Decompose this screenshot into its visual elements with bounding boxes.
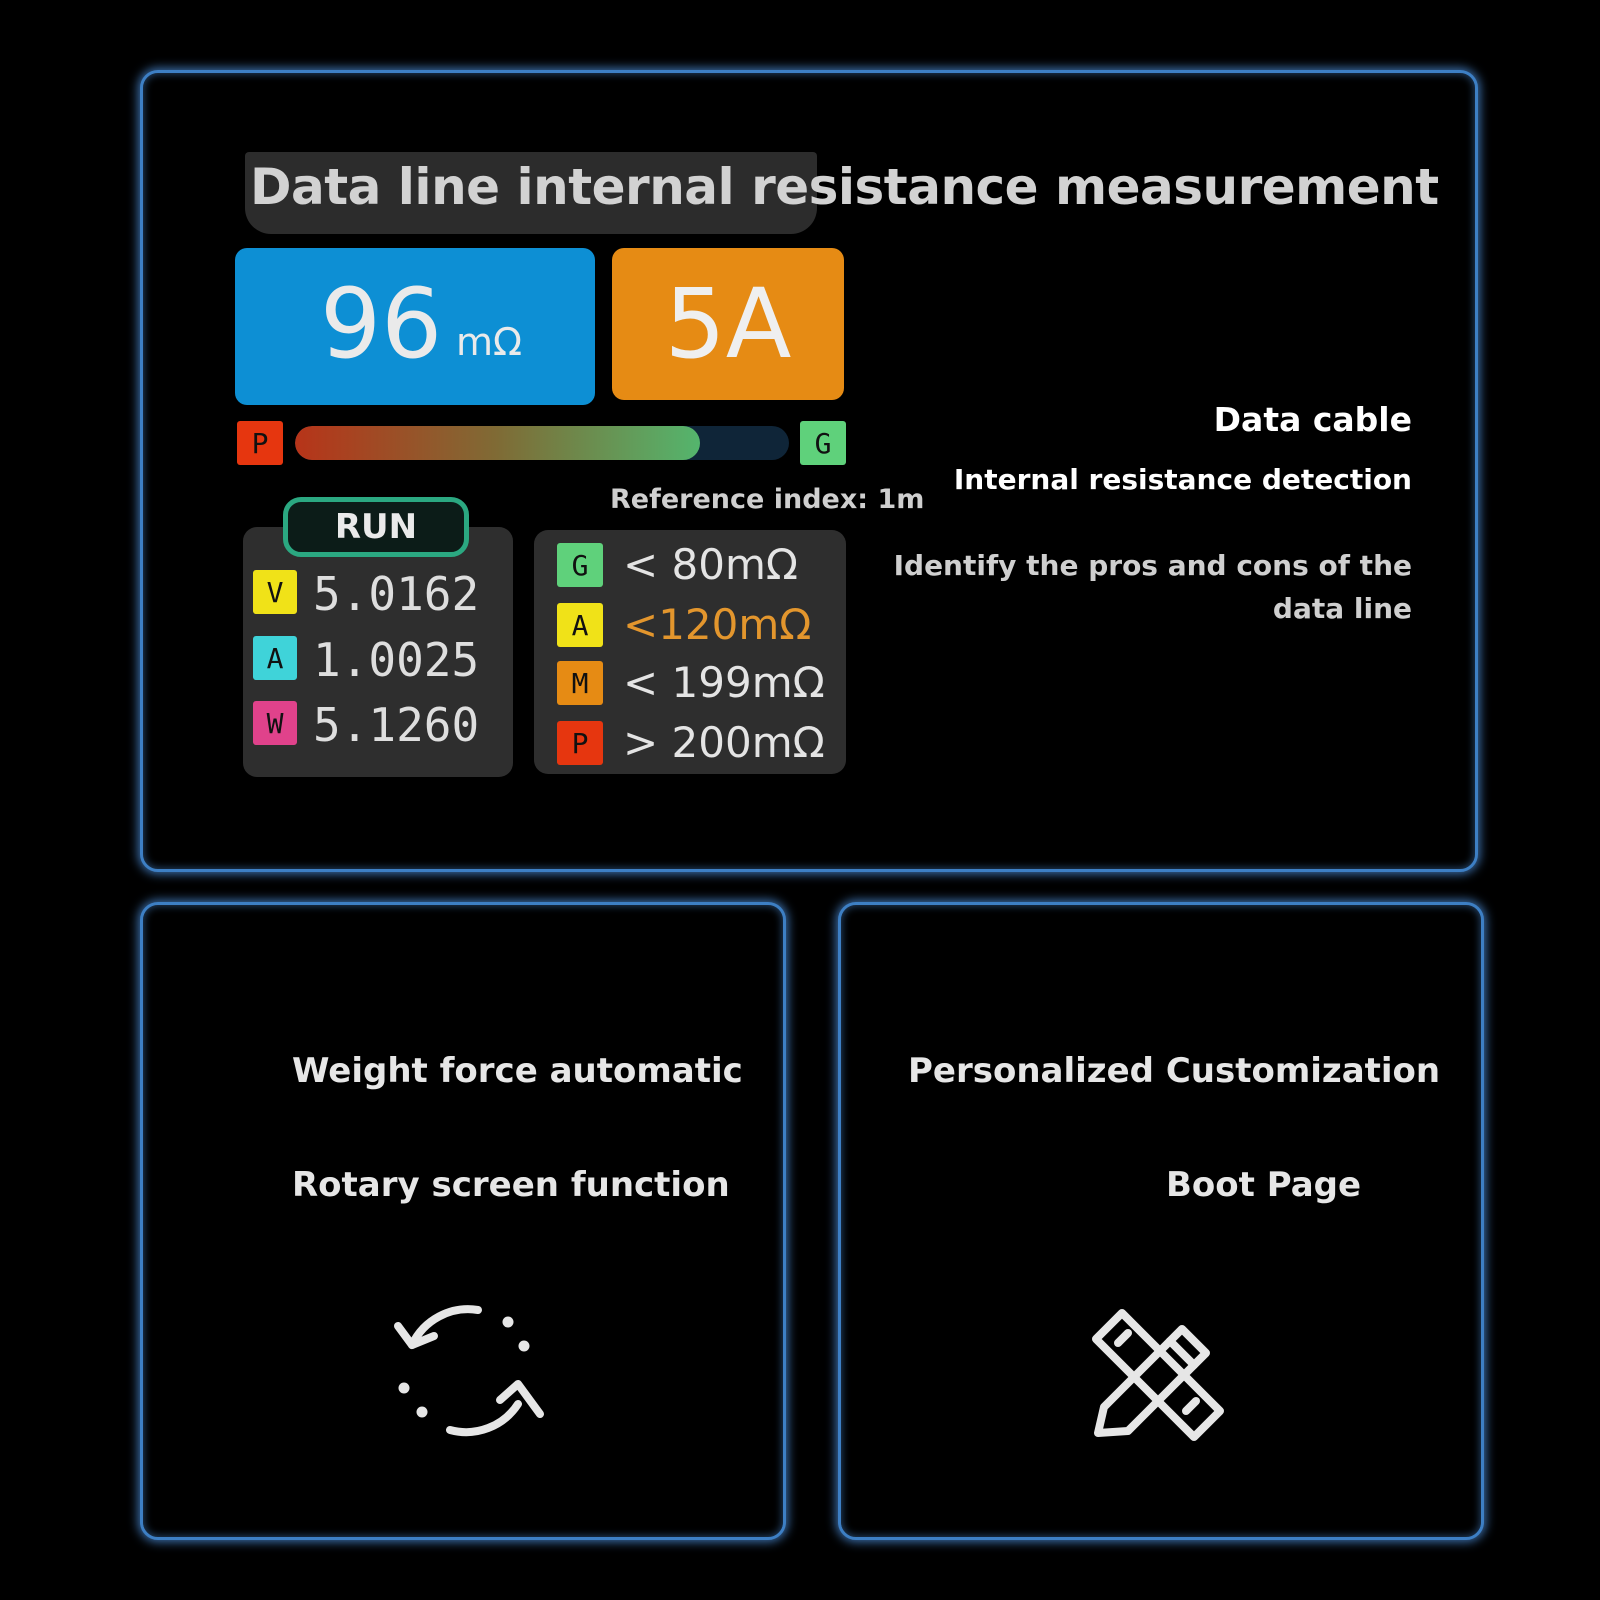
power-row: W 5.1260 — [253, 698, 503, 752]
grade-average-text: <120mΩ — [623, 600, 812, 649]
grade-row-poor: P > 200mΩ — [557, 718, 837, 768]
quality-good-badge: G — [800, 421, 846, 465]
headline: Data line internal resistance measuremen… — [250, 158, 1439, 216]
current-row: A 1.0025 — [253, 633, 503, 687]
grade-good-badge: G — [557, 543, 603, 587]
grade-poor-badge: P — [557, 721, 603, 765]
current-badge: A — [253, 636, 297, 680]
reference-index: Reference index: 1m — [610, 484, 925, 515]
feature-subtitle: Internal resistance detection — [953, 463, 1412, 496]
rotate-icon — [394, 1305, 544, 1437]
grade-poor-text: > 200mΩ — [623, 718, 825, 767]
grade-medium-badge: M — [557, 661, 603, 705]
quality-poor-badge: P — [237, 421, 283, 465]
feature-description-line2: data line — [1272, 592, 1412, 625]
feature-description-line1: Identify the pros and cons of the — [893, 549, 1412, 582]
quality-bar-fill — [295, 426, 701, 460]
grade-average-badge: A — [557, 603, 603, 647]
grade-good-text: < 80mΩ — [623, 540, 798, 589]
customization-card-line1: Personalized Customization — [908, 1051, 1441, 1091]
rotary-card-line2: Rotary screen function — [292, 1165, 730, 1205]
resistance-display — [235, 248, 595, 405]
power-badge: W — [253, 701, 297, 745]
rotary-card-line1: Weight force automatic — [292, 1051, 743, 1091]
resistance-unit: mΩ — [456, 320, 523, 364]
grade-row-average: A <120mΩ — [557, 600, 837, 650]
grade-row-good: G < 80mΩ — [557, 540, 837, 590]
voltage-value: 5.0162 — [313, 567, 480, 621]
power-value: 5.1260 — [313, 698, 480, 752]
grade-row-medium: M < 199mΩ — [557, 658, 837, 708]
current-display — [612, 248, 844, 400]
customization-card-line2: Boot Page — [1166, 1165, 1362, 1205]
quality-bar — [295, 426, 789, 460]
current-value: 5A — [664, 268, 792, 380]
voltage-badge: V — [253, 570, 297, 614]
customization-card — [838, 902, 1484, 1540]
grade-medium-text: < 199mΩ — [623, 658, 825, 707]
feature-title: Data cable — [1213, 400, 1412, 439]
current-reading: 1.0025 — [313, 633, 480, 687]
resistance-value: 96 — [320, 268, 443, 380]
headline-highlight — [245, 152, 817, 234]
voltage-row: V 5.0162 — [253, 567, 503, 621]
run-status-badge: RUN — [283, 497, 469, 557]
pencil-ruler-icon — [1092, 1309, 1224, 1441]
